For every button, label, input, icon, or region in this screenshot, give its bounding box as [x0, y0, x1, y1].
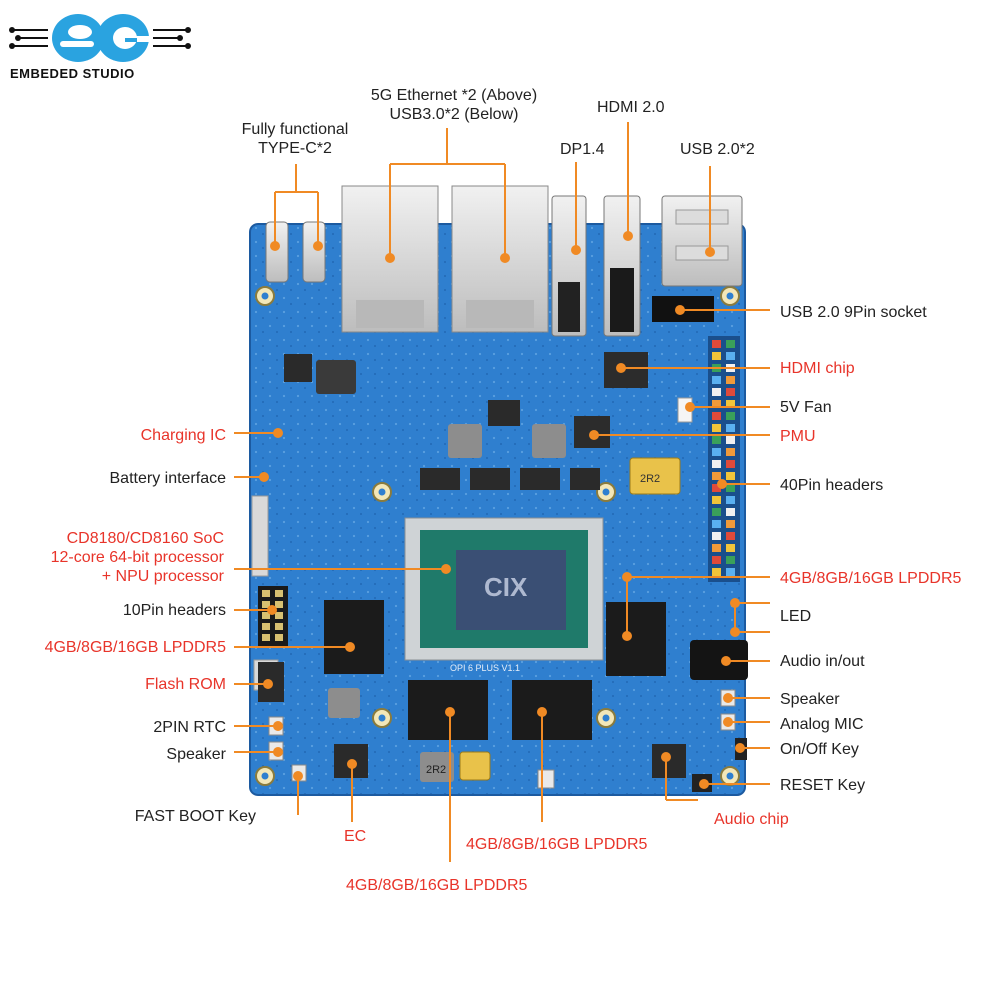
label-flash: Flash ROM: [145, 676, 226, 693]
embeded-studio-logo: [9, 14, 191, 62]
label-speaker-right: Speaker: [780, 691, 840, 708]
label-eth-usb: 5G Ethernet *2 (Above)USB3.0*2 (Below): [370, 87, 538, 123]
label-charging: Charging IC: [140, 427, 226, 444]
inductor-marking: 2R2: [640, 473, 660, 485]
label-lpddr5-right: 4GB/8GB/16GB LPDDR5: [780, 570, 962, 587]
annotation-dots: [259, 231, 745, 789]
label-lpddr5-bottom-right: 4GB/8GB/16GB LPDDR5: [466, 836, 648, 853]
label-analog-mic: Analog MIC: [780, 716, 864, 733]
label-ec: EC: [344, 828, 367, 845]
audio-jack: [690, 640, 748, 680]
label-pmu: PMU: [780, 428, 816, 445]
label-led: LED: [780, 608, 812, 625]
label-speaker-left: Speaker: [166, 746, 226, 763]
label-dp: DP1.4: [560, 141, 605, 158]
soc-package: [404, 517, 604, 661]
board-marking: OPI 6 PLUS V1.1: [450, 663, 520, 673]
inductors: [316, 360, 681, 782]
label-fastboot: FAST BOOT Key: [134, 808, 256, 825]
label-audio-io: Audio in/out: [780, 653, 865, 670]
label-lpddr5-bottom: 4GB/8GB/16GB LPDDR5: [346, 877, 528, 894]
label-hdmi: HDMI 2.0: [597, 99, 665, 116]
label-usb2: USB 2.0*2: [680, 141, 755, 158]
type-c-ports: [265, 221, 326, 283]
label-header10: 10Pin headers: [122, 602, 226, 619]
label-lpddr5-left: 4GB/8GB/16GB LPDDR5: [44, 639, 226, 656]
lpddr5-chips: [324, 600, 666, 740]
label-onoff: On/Off Key: [780, 741, 859, 758]
hdmi-port: [603, 195, 641, 337]
label-audio-chip: Audio chip: [714, 811, 789, 828]
label-battery: Battery interface: [109, 470, 227, 487]
label-usb2-9pin: USB 2.0 9Pin socket: [780, 304, 927, 321]
logo-text: EMBEDED STUDIO: [10, 66, 135, 81]
dp-port: [551, 195, 587, 337]
label-reset: RESET Key: [780, 777, 866, 794]
soc-marking: CIX: [484, 572, 528, 602]
usb2-ports: [661, 195, 743, 287]
label-rtc: 2PIN RTC: [153, 719, 226, 736]
hdmi-chip: [604, 352, 648, 388]
label-hdmi-chip: HDMI chip: [780, 360, 855, 377]
annotation-leaders: [234, 122, 770, 862]
inductor-marking-2: 2R2: [426, 764, 446, 776]
label-fan: 5V Fan: [780, 399, 832, 416]
label-header40: 40Pin headers: [780, 477, 884, 494]
